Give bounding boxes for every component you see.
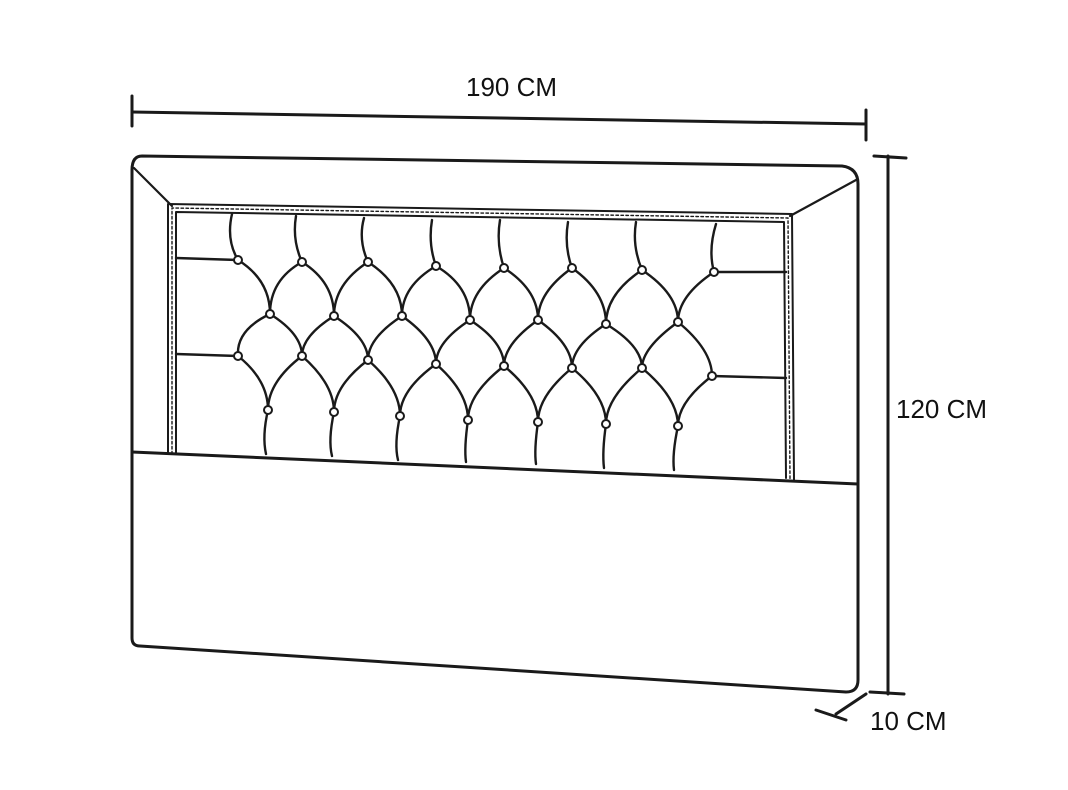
bevel-lines	[132, 166, 858, 218]
width-dimension-line	[130, 94, 868, 142]
tufted-panel-border	[167, 203, 795, 481]
lower-board-divider	[130, 450, 860, 486]
height-dimension-label: 120 CM	[896, 394, 988, 424]
depth-dimension-line	[814, 692, 868, 722]
height-dimension-line	[868, 154, 908, 696]
depth-dimension-label: 10 CM	[870, 706, 947, 736]
tufting-pattern	[174, 212, 788, 472]
tufting-buttons	[233, 255, 719, 431]
headboard-outline	[130, 154, 860, 694]
stud-trim	[171, 207, 791, 480]
width-dimension-label: 190 CM	[466, 72, 558, 102]
